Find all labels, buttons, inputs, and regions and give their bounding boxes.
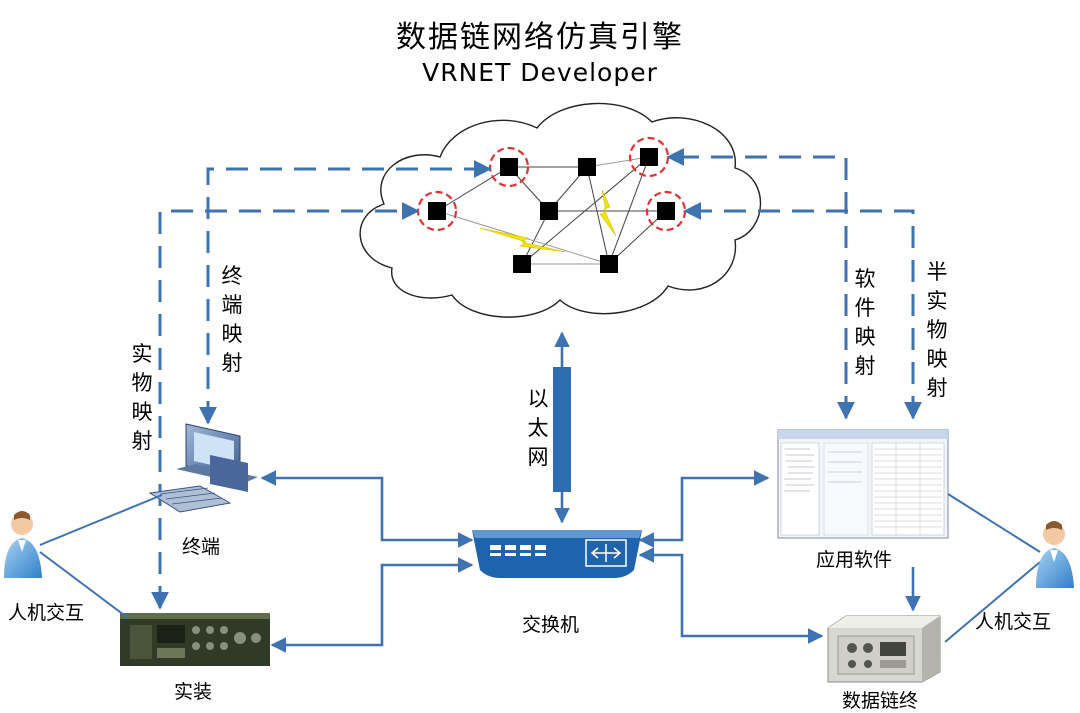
physical-mapping-label: 实物映射 xyxy=(131,342,153,453)
person-icon xyxy=(4,511,42,578)
switch-label: 交换机 xyxy=(522,614,580,636)
military-radio-icon xyxy=(120,613,270,666)
network-node xyxy=(500,158,518,176)
lightning-icon xyxy=(599,189,617,237)
network-node xyxy=(540,202,558,220)
software-mapping-label: 软件映射 xyxy=(854,267,876,378)
network-node xyxy=(600,255,618,273)
network-node xyxy=(578,158,596,176)
diagram-title: 数据链网络仿真引擎 xyxy=(396,20,684,55)
hci-left-label: 人机交互 xyxy=(8,602,85,624)
semi-physical-mapping-arrow xyxy=(683,202,922,420)
network-node xyxy=(428,202,446,220)
datalink-terminal-label: 数据链终 xyxy=(842,690,919,712)
user-links xyxy=(39,493,1041,643)
network-switch-icon xyxy=(472,530,642,578)
desktop-computer-icon xyxy=(148,423,258,513)
diagram-subtitle: VRNET Developer xyxy=(422,58,658,87)
lightning-icon xyxy=(479,227,567,253)
equipment-label: 实装 xyxy=(174,681,213,703)
software-window-icon xyxy=(777,429,949,539)
network-node xyxy=(640,148,658,166)
datalink-terminal-icon xyxy=(827,615,941,683)
switch-links xyxy=(260,470,824,653)
person-icon xyxy=(1036,521,1074,588)
semi-physical-mapping-label: 半实物映射 xyxy=(926,260,948,400)
terminal-mapping-label: 终端映射 xyxy=(221,264,243,375)
app-software-label: 应用软件 xyxy=(816,549,893,571)
ethernet-label: 以太网 xyxy=(527,387,549,469)
network-node xyxy=(657,202,675,220)
mapping-arrows xyxy=(151,148,922,610)
network-node xyxy=(513,255,531,273)
terminal-label: 终端 xyxy=(182,536,221,558)
ethernet-bar xyxy=(553,367,571,492)
hci-right-label: 人机交互 xyxy=(975,611,1052,633)
